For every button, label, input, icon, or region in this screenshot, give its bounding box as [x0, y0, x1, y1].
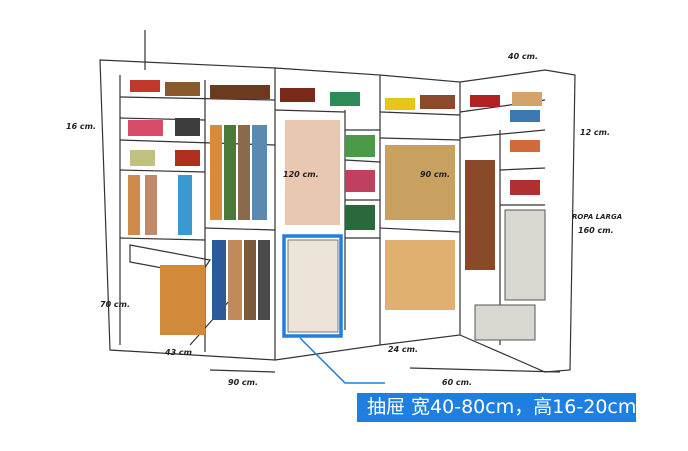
dim-trouser-width: 43 cm — [165, 348, 192, 357]
dim-lower-height: 70 cm. — [100, 300, 131, 309]
dim-inner-hanging: 90 cm. — [420, 170, 451, 179]
dim-bottom-width: 90 cm. — [228, 378, 259, 387]
dim-top-width: 40 cm. — [508, 52, 539, 61]
drawer-size-callout: 抽屉 宽40-80cm，高16-20cm — [357, 393, 636, 422]
dim-corner-width: 60 cm. — [442, 378, 473, 387]
callout-leader-line — [299, 337, 385, 384]
dim-top-shelf: 16 cm. — [66, 122, 97, 131]
drawer-highlight — [282, 234, 343, 338]
dim-right-shelf: 12 cm. — [580, 128, 611, 137]
dim-long-clothes-label: ROPA LARGA — [572, 213, 623, 221]
dim-long-clothes-height: 160 cm. — [578, 226, 614, 235]
dim-shoe-rack-width: 24 cm. — [388, 345, 419, 354]
dim-hanging-height: 120 cm. — [283, 170, 319, 179]
